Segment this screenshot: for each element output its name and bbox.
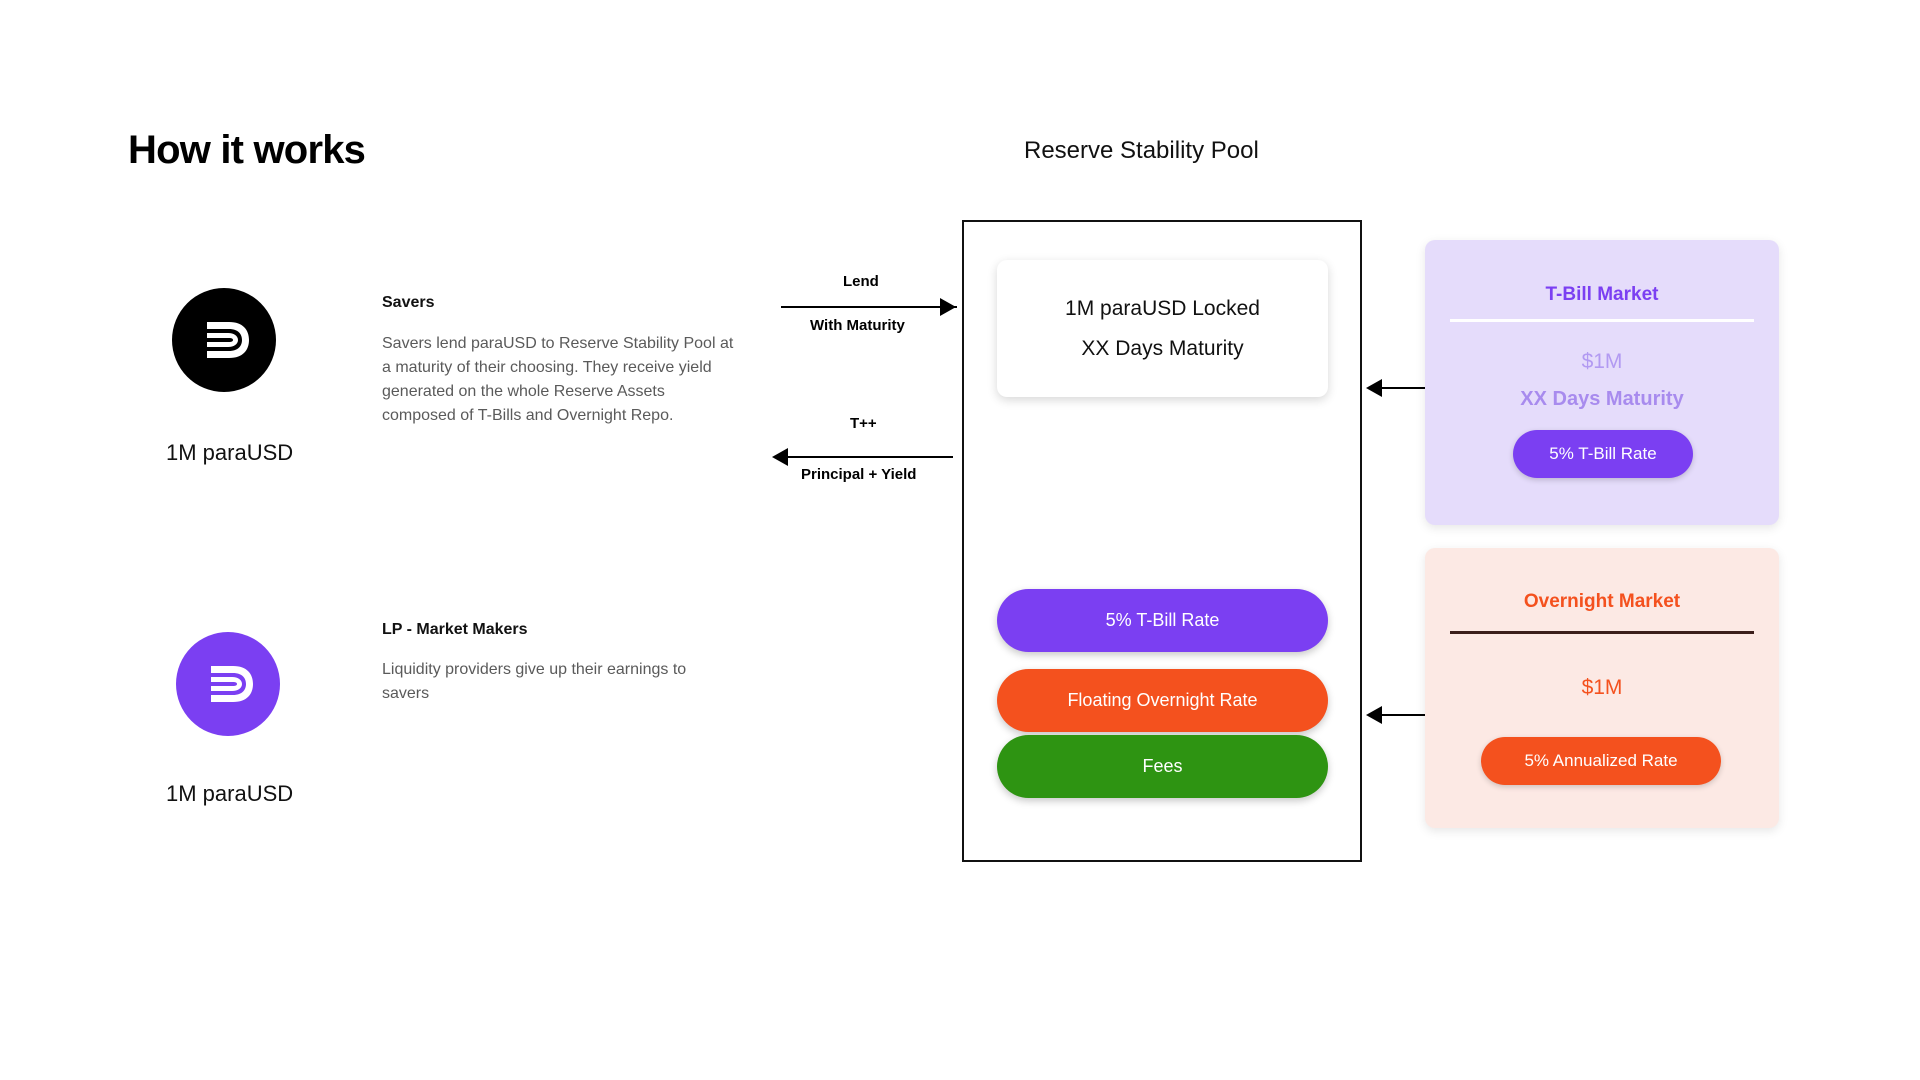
t-bill-market-amount: $1M (1581, 350, 1623, 373)
overnight-market-panel: Overnight Market $1M 5% Annualized Rate (1425, 548, 1779, 828)
flow-lend-label-top: Lend (843, 273, 879, 290)
locked-maturity: XX Days Maturity (1081, 336, 1244, 360)
t-bill-market-maturity: XX Days Maturity (1520, 388, 1684, 410)
lp-amount: 1M paraUSD (166, 781, 294, 806)
flow-return-line (777, 456, 953, 458)
parausd-logo-icon (197, 653, 259, 715)
savers-heading: Savers (382, 294, 435, 311)
lp-description: Liquidity providers give up their earnin… (382, 661, 687, 702)
pool-pill-t-bill-rate[interactable]: 5% T-Bill Rate (997, 589, 1328, 652)
lp-avatar (176, 632, 280, 736)
overnight-market-divider (1450, 631, 1754, 634)
savers-avatar (172, 288, 276, 392)
overnight-market-arrowhead-icon (1366, 706, 1382, 724)
pool-title: Reserve Stability Pool (1024, 137, 1259, 164)
tbill-market-arrowhead-icon (1366, 379, 1382, 397)
t-bill-market-panel: T-Bill Market $1M XX Days Maturity 5% T-… (1425, 240, 1779, 525)
savers-description: Savers lend paraUSD to Reserve Stability… (382, 335, 734, 424)
flow-lend-label-bottom: With Maturity (810, 317, 905, 334)
page-title: How it works (128, 128, 366, 172)
t-bill-market-title: T-Bill Market (1545, 284, 1659, 305)
tbill-market-arrow-line (1380, 387, 1426, 389)
overnight-market-amount: $1M (1581, 676, 1623, 699)
flow-return-arrowhead-icon (772, 448, 788, 466)
flow-lend-arrowhead-icon (940, 298, 956, 316)
overnight-market-rate-pill[interactable]: 5% Annualized Rate (1481, 737, 1721, 785)
lp-heading: LP - Market Makers (382, 621, 528, 638)
overnight-market-arrow-line (1380, 714, 1426, 716)
pool-pill-fees[interactable]: Fees (997, 735, 1328, 798)
pool-pill-floating-overnight-rate[interactable]: Floating Overnight Rate (997, 669, 1328, 732)
locked-amount: 1M paraUSD Locked (1065, 296, 1260, 320)
savers-amount: 1M paraUSD (166, 440, 294, 465)
flow-lend-line (781, 306, 957, 308)
overnight-market-title: Overnight Market (1523, 591, 1681, 612)
locked-position-card: 1M paraUSD Locked XX Days Maturity (997, 260, 1328, 397)
t-bill-market-divider (1450, 319, 1754, 322)
parausd-logo-icon (193, 309, 255, 371)
flow-return-label-bottom: Principal + Yield (801, 466, 917, 483)
flow-return-label-top: T++ (850, 415, 877, 432)
t-bill-market-rate-pill[interactable]: 5% T-Bill Rate (1513, 430, 1693, 478)
